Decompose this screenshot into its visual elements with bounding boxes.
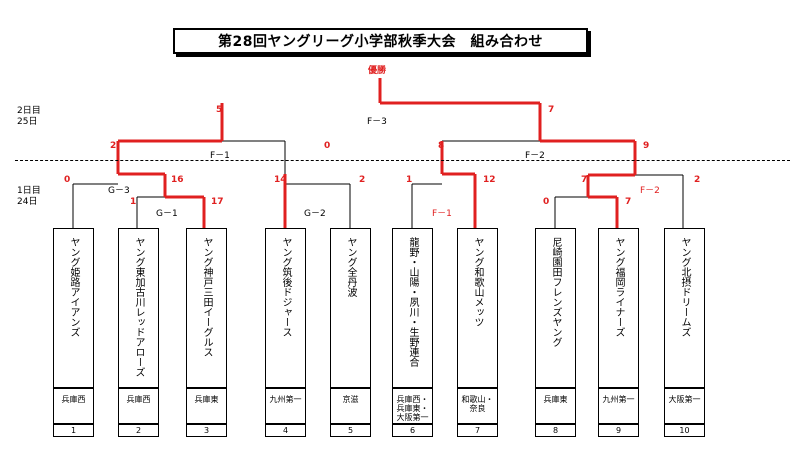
score-g2-right: 2 xyxy=(359,175,366,185)
page-title-text: 第28回ヤングリーグ小学部秋季大会 組み合わせ xyxy=(218,34,543,50)
team-number: 7 xyxy=(474,426,481,435)
team-region-box: 大阪第一 xyxy=(664,388,705,424)
team-number: 5 xyxy=(347,426,354,435)
round-day2-date: 25日 xyxy=(17,117,38,127)
team-number-box: 6 xyxy=(392,424,433,437)
team-region-box: 兵庫西 xyxy=(118,388,159,424)
score-f1-left: 2 xyxy=(110,141,117,151)
team-region: 兵庫西 xyxy=(126,395,151,404)
day-divider xyxy=(15,160,790,161)
team-name-box: ヤング筑後ドジャース xyxy=(265,228,306,388)
team-region-box: 九州第一 xyxy=(265,388,306,424)
score-g1-left: 1 xyxy=(130,197,137,207)
team-name-box: ヤング和歌山メッツ xyxy=(457,228,498,388)
team-number: 1 xyxy=(70,426,77,435)
score-f2-left: 8 xyxy=(438,141,445,151)
team-region-box: 和歌山・奈良 xyxy=(457,388,498,424)
team-name: 尼崎園田フレンズヤング xyxy=(550,237,561,347)
match-label-f2: F－2 xyxy=(525,151,545,161)
team-number: 8 xyxy=(552,426,559,435)
team-number: 3 xyxy=(203,426,210,435)
team-name-box: ヤング北摂ドリームズ xyxy=(664,228,705,388)
team-number: 2 xyxy=(135,426,142,435)
team-number-box: 1 xyxy=(53,424,94,437)
score-g1-right: 17 xyxy=(211,197,224,207)
score-f1b-right: 12 xyxy=(483,175,496,185)
match-label-f3: F－3 xyxy=(367,117,387,127)
team-region: 兵庫東 xyxy=(543,395,568,404)
team-name-box: ヤング神戸三田イーグルス xyxy=(186,228,227,388)
team-name: ヤング筑後ドジャース xyxy=(280,237,291,337)
team-name-box: ヤング東加古川レッドアローズ xyxy=(118,228,159,388)
team-region: 大阪第一 xyxy=(668,395,701,404)
team-region: 京滋 xyxy=(342,395,359,404)
team-region: 和歌山・奈良 xyxy=(461,395,494,413)
score-f1b-left: 1 xyxy=(406,175,413,185)
team-region-box: 京滋 xyxy=(330,388,371,424)
team-number: 6 xyxy=(409,426,416,435)
team-name: 龍野・山陽・夙川・生野連合 xyxy=(407,237,418,367)
team-region: 九州第一 xyxy=(269,395,302,404)
team-region-box: 兵庫東 xyxy=(535,388,576,424)
champion-label: 優勝 xyxy=(368,66,387,76)
team-number-box: 7 xyxy=(457,424,498,437)
team-name-box: 尼崎園田フレンズヤング xyxy=(535,228,576,388)
team-number-box: 8 xyxy=(535,424,576,437)
team-region-box: 兵庫東 xyxy=(186,388,227,424)
score-f2b-top-right: 2 xyxy=(694,175,701,185)
score-final-right: 7 xyxy=(548,105,555,115)
score-final-left: 5 xyxy=(216,105,223,115)
score-f2b-right: 7 xyxy=(625,197,632,207)
team-region: 兵庫西・兵庫東・大阪第一 xyxy=(396,395,429,422)
team-name: ヤング東加古川レッドアローズ xyxy=(133,237,144,377)
team-number: 9 xyxy=(615,426,622,435)
team-region: 九州第一 xyxy=(602,395,635,404)
score-f1-right: 0 xyxy=(324,141,331,151)
team-name-box: 龍野・山陽・夙川・生野連合 xyxy=(392,228,433,388)
page-title: 第28回ヤングリーグ小学部秋季大会 組み合わせ xyxy=(173,28,588,54)
round-day2: 2日目 xyxy=(17,106,41,116)
team-number-box: 2 xyxy=(118,424,159,437)
score-g3-left: 0 xyxy=(64,175,71,185)
team-number-box: 3 xyxy=(186,424,227,437)
score-g3-right: 16 xyxy=(171,175,184,185)
team-name: ヤング神戸三田イーグルス xyxy=(201,237,212,357)
team-name-box: ヤング姫路アイアンズ xyxy=(53,228,94,388)
team-region: 兵庫西 xyxy=(61,395,86,404)
match-label-f2b: F－2 xyxy=(640,186,660,196)
team-number-box: 4 xyxy=(265,424,306,437)
team-name-box: ヤング全丹波 xyxy=(330,228,371,388)
team-number-box: 9 xyxy=(598,424,639,437)
team-name-box: ヤング福岡ライナーズ xyxy=(598,228,639,388)
score-g2-left: 14 xyxy=(274,175,287,185)
team-region: 兵庫東 xyxy=(194,395,219,404)
round-day1-date: 24日 xyxy=(17,197,38,207)
match-label-g3: G－3 xyxy=(108,186,130,196)
bracket-winner-lines xyxy=(116,78,637,228)
team-name: ヤング姫路アイアンズ xyxy=(68,237,79,337)
match-label-f1: F－1 xyxy=(210,151,230,161)
team-region-box: 兵庫西 xyxy=(53,388,94,424)
team-number-box: 5 xyxy=(330,424,371,437)
round-day1: 1日目 xyxy=(17,186,41,196)
team-region-box: 九州第一 xyxy=(598,388,639,424)
score-f2b-left: 0 xyxy=(543,197,550,207)
match-label-g2: G－2 xyxy=(304,209,326,219)
team-number: 10 xyxy=(679,426,690,435)
team-name: ヤング北摂ドリームズ xyxy=(679,237,690,337)
match-label-g1: G－1 xyxy=(156,209,178,219)
team-number: 4 xyxy=(282,426,289,435)
team-region-box: 兵庫西・兵庫東・大阪第一 xyxy=(392,388,433,424)
team-name: ヤング和歌山メッツ xyxy=(472,237,483,327)
score-f2-right: 9 xyxy=(643,141,650,151)
team-number-box: 10 xyxy=(664,424,705,437)
match-label-f1b: F－1 xyxy=(432,209,452,219)
team-name: ヤング全丹波 xyxy=(345,237,356,297)
team-name: ヤング福岡ライナーズ xyxy=(613,237,624,337)
score-f2b-top-left: 7 xyxy=(581,175,588,185)
